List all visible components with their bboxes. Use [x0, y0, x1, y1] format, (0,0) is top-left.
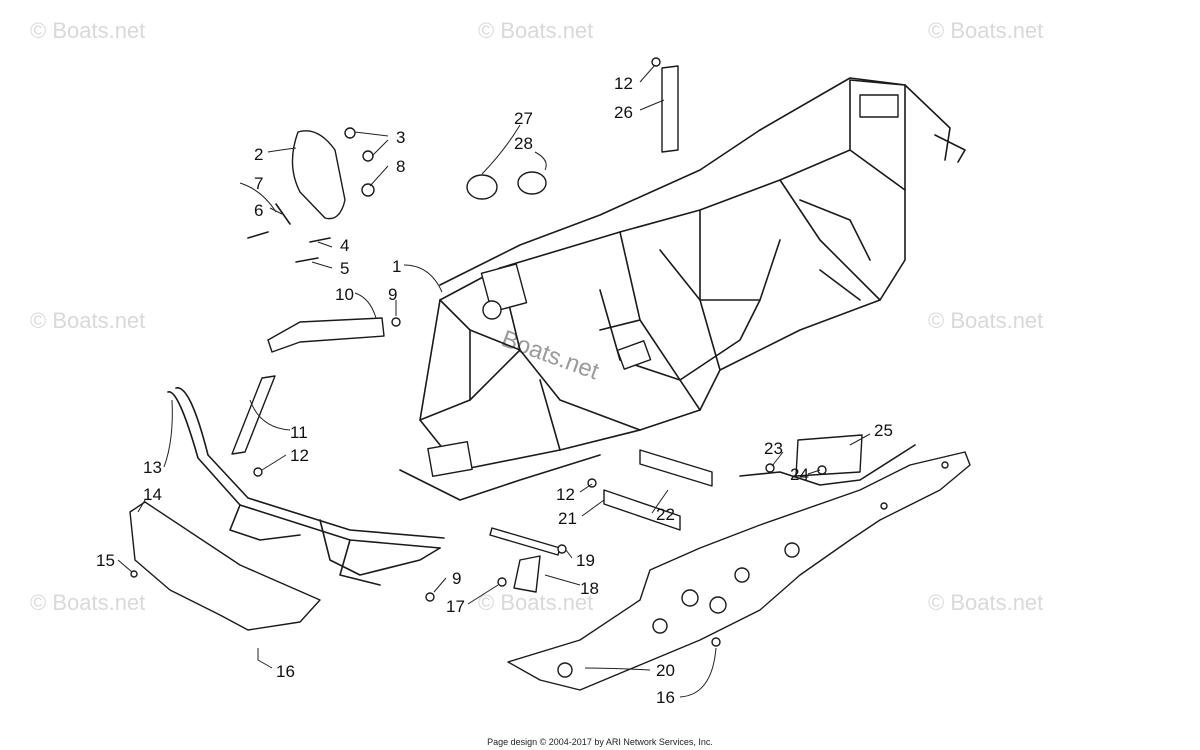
front-bumper: [167, 387, 445, 586]
callout-5: 5: [340, 259, 349, 278]
strap-26: [651, 57, 679, 153]
callout-21: 21: [558, 509, 577, 528]
callout-18: 18: [580, 579, 599, 598]
headlight-assembly: [247, 127, 375, 263]
callout-16: 16: [276, 662, 295, 681]
callout-16: 16: [656, 688, 675, 707]
callout-19: 19: [576, 551, 595, 570]
callout-1: 1: [392, 257, 401, 276]
callout-27: 27: [514, 109, 533, 128]
callout-12: 12: [614, 74, 633, 93]
callout-2: 2: [254, 145, 263, 164]
callout-24: 24: [790, 465, 809, 484]
copyright-footer: Page design © 2004-2017 by ARI Network S…: [487, 737, 713, 747]
front-skid-plate: [129, 501, 321, 631]
callout-6: 6: [254, 201, 263, 220]
callout-11: 11: [290, 423, 308, 442]
watermark: © Boats.net: [928, 18, 1043, 43]
callout-28: 28: [514, 134, 533, 153]
callout-3: 3: [396, 128, 405, 147]
leader-lines: [117, 64, 871, 698]
watermark: © Boats.net: [30, 590, 145, 615]
callout-8: 8: [396, 157, 405, 176]
bracket-17-19: [425, 527, 567, 602]
callout-23: 23: [764, 439, 783, 458]
callout-14: 14: [143, 485, 162, 504]
watermark: © Boats.net: [30, 308, 145, 333]
watermark: © Boats.net: [478, 590, 593, 615]
watermark: © Boats.net: [30, 18, 145, 43]
callout-12: 12: [290, 446, 309, 465]
callout-26: 26: [614, 103, 633, 122]
callout-15: 15: [96, 551, 115, 570]
callout-7: 7: [254, 174, 263, 193]
watermark: © Boats.net: [928, 308, 1043, 333]
callout-20: 20: [656, 661, 675, 680]
foot-plates: [587, 449, 713, 531]
callout-22: 22: [656, 505, 675, 524]
watermark: © Boats.net: [478, 18, 593, 43]
callout-4: 4: [340, 236, 349, 255]
callout-12: 12: [556, 485, 575, 504]
callout-9: 9: [452, 569, 461, 588]
callout-10: 10: [335, 285, 354, 304]
main-skid-plate: [507, 451, 971, 691]
callout-25: 25: [874, 421, 893, 440]
rear-bracket: [739, 434, 916, 486]
callout-13: 13: [143, 458, 162, 477]
callout-17: 17: [446, 597, 465, 616]
callout-9: 9: [388, 285, 397, 304]
hose-clamps: [466, 171, 547, 200]
callouts: 1 2 3 4 5 6 7 8 9 10 11 12 13 14 15 16 1…: [96, 74, 893, 707]
watermark: © Boats.net: [928, 590, 1043, 615]
main-frame: [399, 77, 966, 501]
brackets: [231, 317, 401, 455]
